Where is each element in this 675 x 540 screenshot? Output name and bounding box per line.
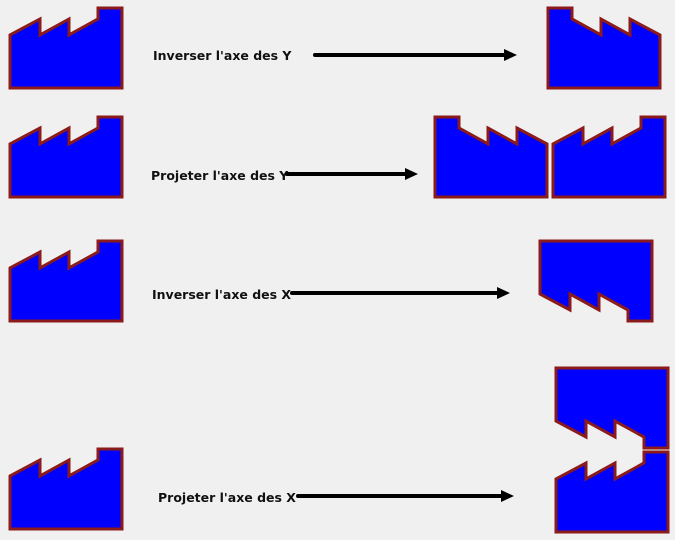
row-project-x: Projeter l'axe des X — [8, 366, 670, 534]
row-label: Inverser l'axe des X — [152, 287, 291, 302]
row-label: Inverser l'axe des Y — [153, 48, 292, 63]
row-project-y: Projeter l'axe des Y — [8, 115, 667, 199]
row-invert-y: Inverser l'axe des Y — [8, 6, 662, 90]
row-label: Projeter l'axe des X — [158, 490, 296, 505]
arrow — [313, 49, 517, 61]
arrow — [290, 287, 510, 299]
row-invert-x: Inverser l'axe des X — [8, 239, 654, 323]
arrow — [285, 168, 418, 180]
arrow — [296, 490, 514, 502]
row-label: Projeter l'axe des Y — [151, 168, 289, 183]
